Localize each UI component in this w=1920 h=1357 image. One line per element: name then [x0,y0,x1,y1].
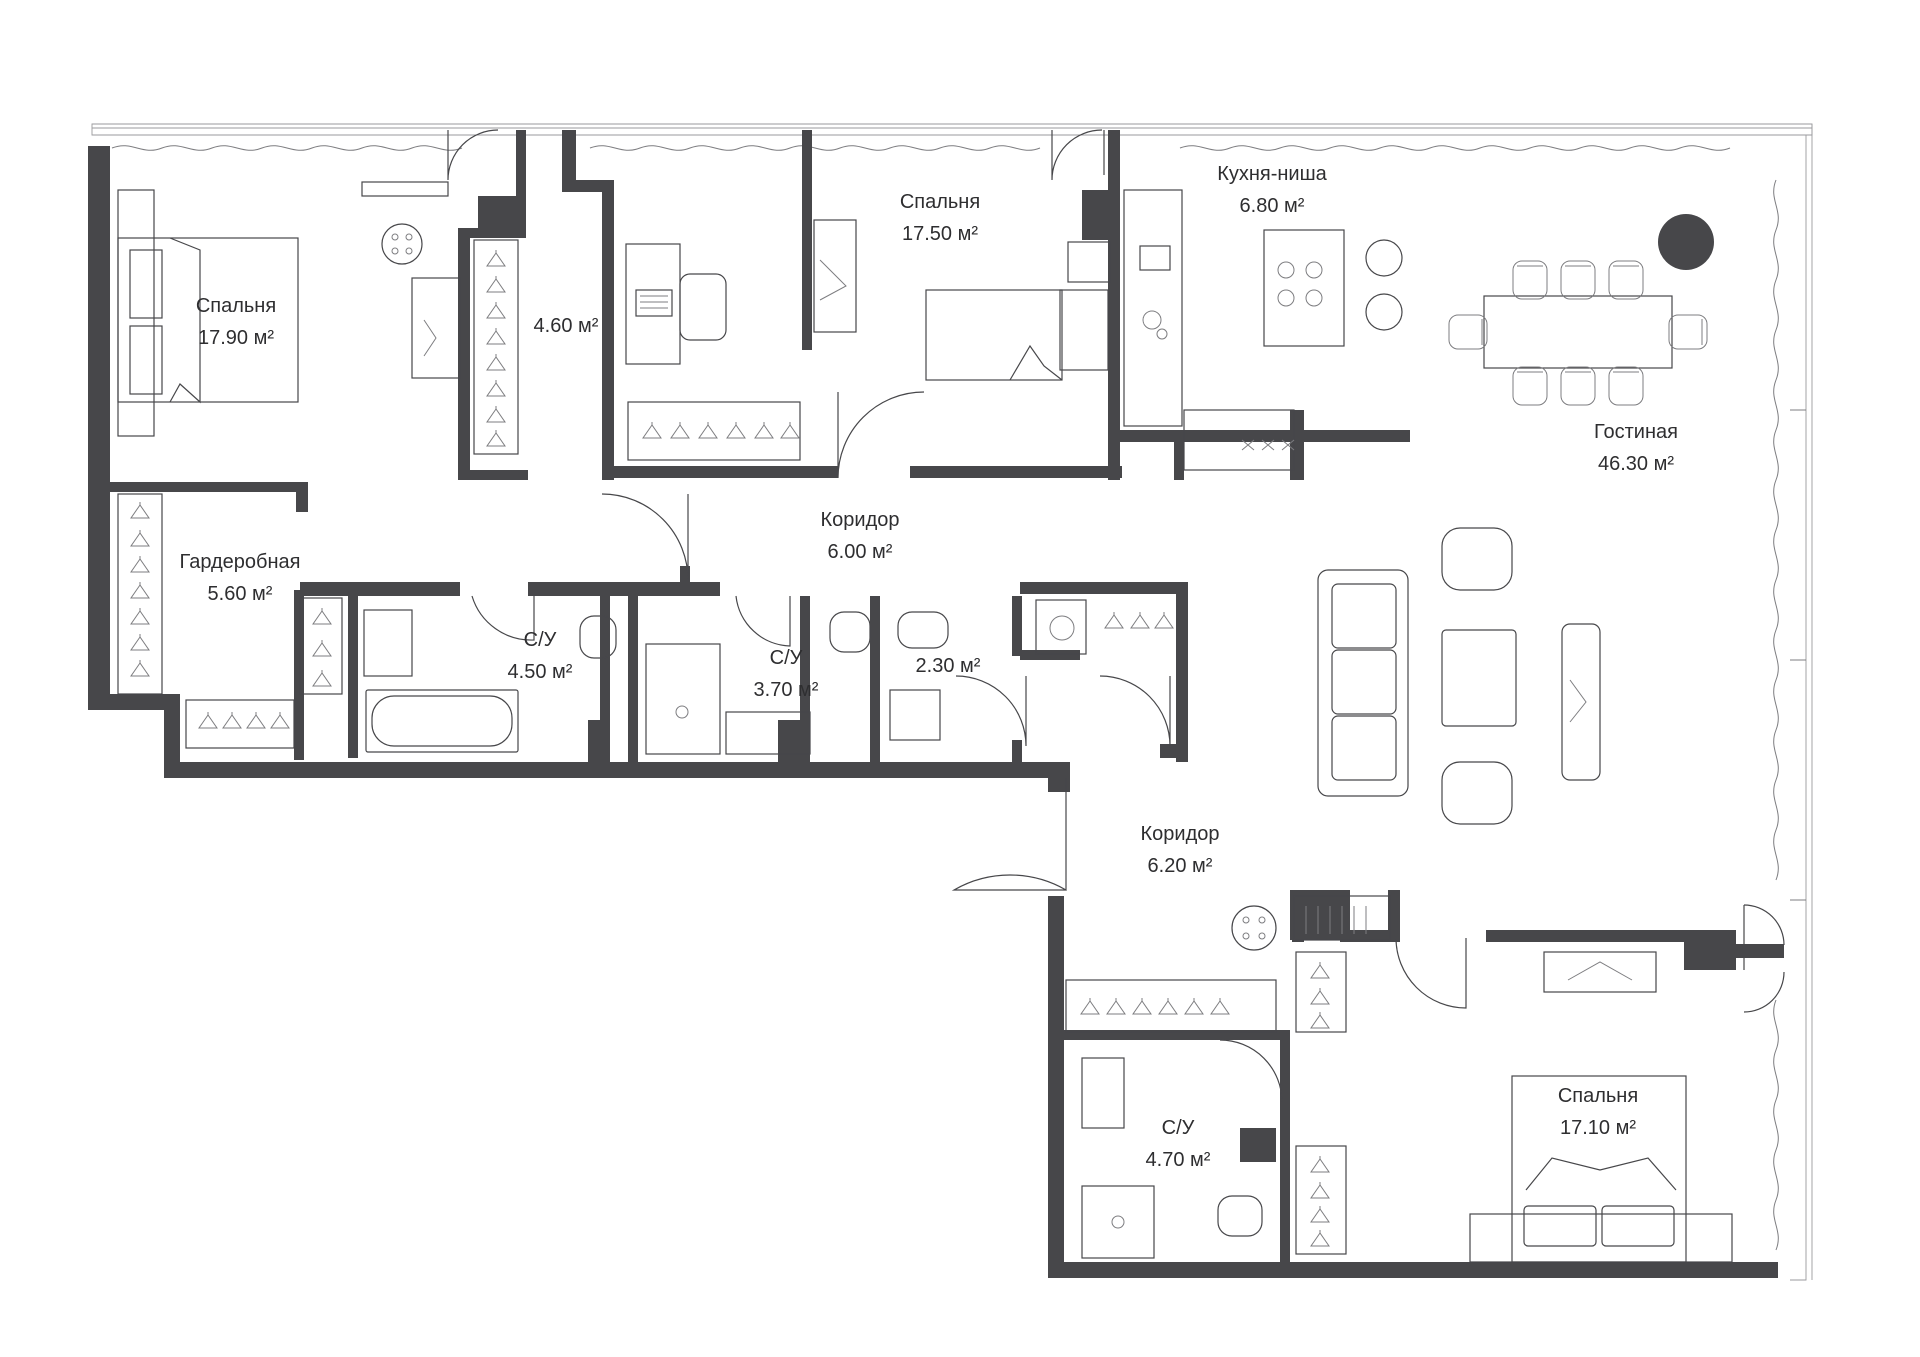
room-bedroom-3-name: Спальня [1558,1085,1638,1107]
room-bathroom-1-area: 4.50 м² [508,661,573,683]
room-bathroom-4-name: С/У [1162,1117,1195,1139]
room-bedroom-1-area: 17.90 м² [198,327,274,349]
room-dressing-room-name: Гардеробная [180,551,301,573]
room-bedroom-2-name: Спальня [900,191,980,213]
room-corridor-1-name: Коридор [821,509,900,531]
room-living-room-area: 46.30 м² [1598,453,1674,475]
room-bedroom-3-area: 17.10 м² [1560,1117,1636,1139]
room-dressing-room-area: 5.60 м² [208,583,273,605]
room-corridor-2-name: Коридор [1141,823,1220,845]
room-bedroom-1-name: Спальня [196,295,276,317]
walls [88,130,1784,1278]
room-bathroom-4-area: 4.70 м² [1146,1149,1211,1171]
room-corridor-1-area: 6.00 м² [828,541,893,563]
room-bathroom-1-name: С/У [524,629,557,651]
room-bathroom-2-name: С/У [770,647,803,669]
room-labels: Спальня 17.90 м² 4.60 м² Гардеробная 5.6… [180,163,1678,1171]
room-kitchen-name: Кухня-ниша [1217,163,1327,185]
room-bedroom-2-area: 17.50 м² [902,223,978,245]
furniture [117,181,1733,1263]
doors [447,129,1785,1103]
room-corridor-2-area: 6.20 м² [1148,855,1213,877]
room-bathroom-3-area: 2.30 м² [916,655,981,677]
room-kitchen-area: 6.80 м² [1240,195,1305,217]
room-living-room-name: Гостиная [1594,421,1678,443]
glazing-facade [91,123,1813,1281]
room-closet-1-area: 4.60 м² [534,315,599,337]
room-bathroom-2-area: 3.70 м² [754,679,819,701]
